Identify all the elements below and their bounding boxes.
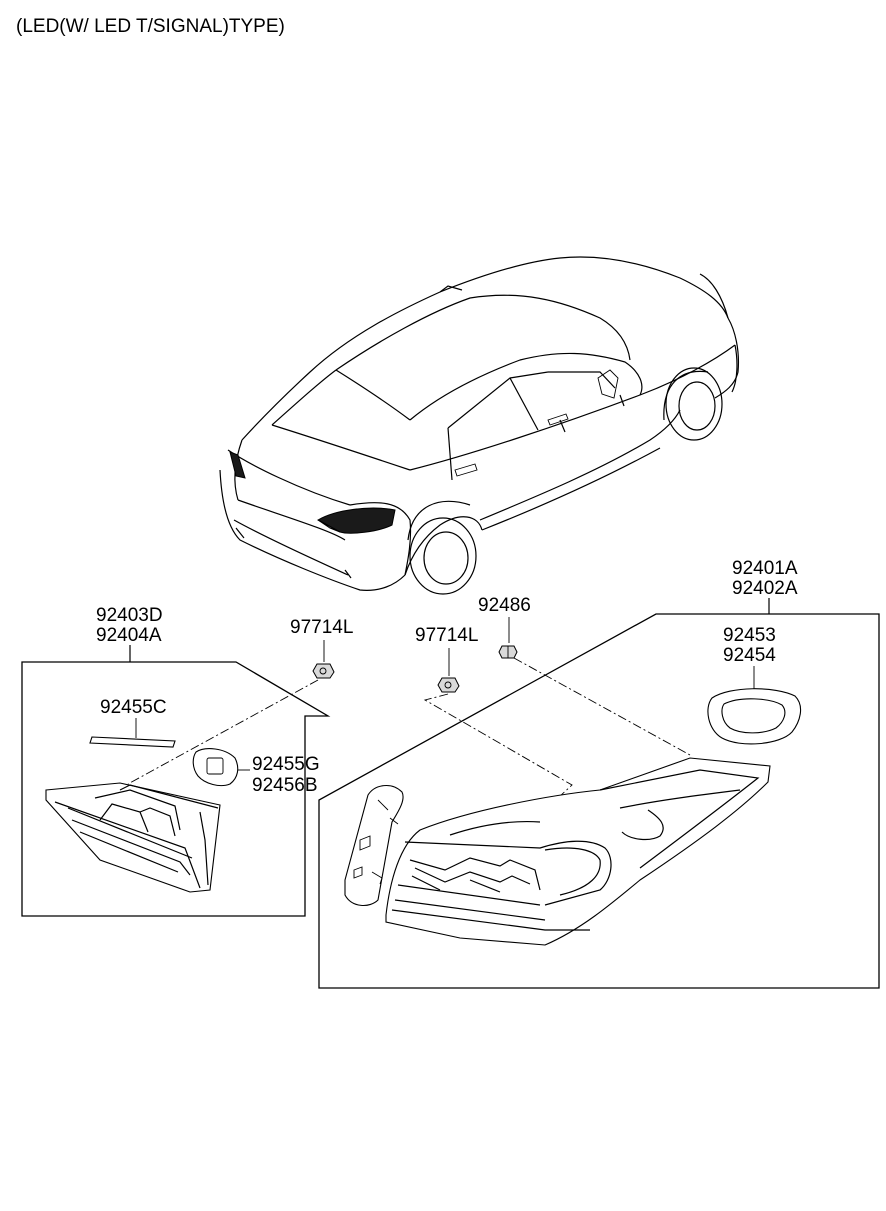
gasket-92453 (707, 688, 802, 745)
screw-92486 (498, 645, 518, 659)
clip-97714L-left (312, 663, 335, 679)
car-illustration (219, 256, 740, 595)
strip-92455C (89, 736, 176, 748)
left-assembly-box (21, 645, 331, 917)
part-number-92402A: 92402A (732, 578, 798, 599)
part-number-97714L-right: 97714L (415, 625, 478, 646)
lamp-bracket (344, 785, 404, 906)
diagram-title: (LED(W/ LED T/SIGNAL)TYPE) (16, 16, 285, 37)
part-number-92453: 92453 (723, 625, 776, 646)
part-number-97714L-left: 97714L (290, 617, 353, 638)
part-number-92455C: 92455C (100, 697, 167, 718)
part-number-92455G: 92455G (252, 754, 320, 775)
rear-lamp-left (229, 451, 246, 479)
clip-97714L-right (437, 677, 460, 693)
part-number-92486: 92486 (478, 595, 531, 616)
gasket-92455G (192, 748, 239, 787)
right-assembly-box (318, 598, 880, 989)
part-number-92403D: 92403D (96, 605, 163, 626)
rear-lamp-right (316, 507, 396, 534)
outer-lamp-assembly (385, 757, 771, 946)
part-number-92404A: 92404A (96, 625, 162, 646)
inner-lamp-assembly (45, 782, 221, 893)
part-number-92454: 92454 (723, 645, 776, 666)
part-number-92401A: 92401A (732, 558, 798, 579)
part-number-92456B: 92456B (252, 775, 318, 796)
